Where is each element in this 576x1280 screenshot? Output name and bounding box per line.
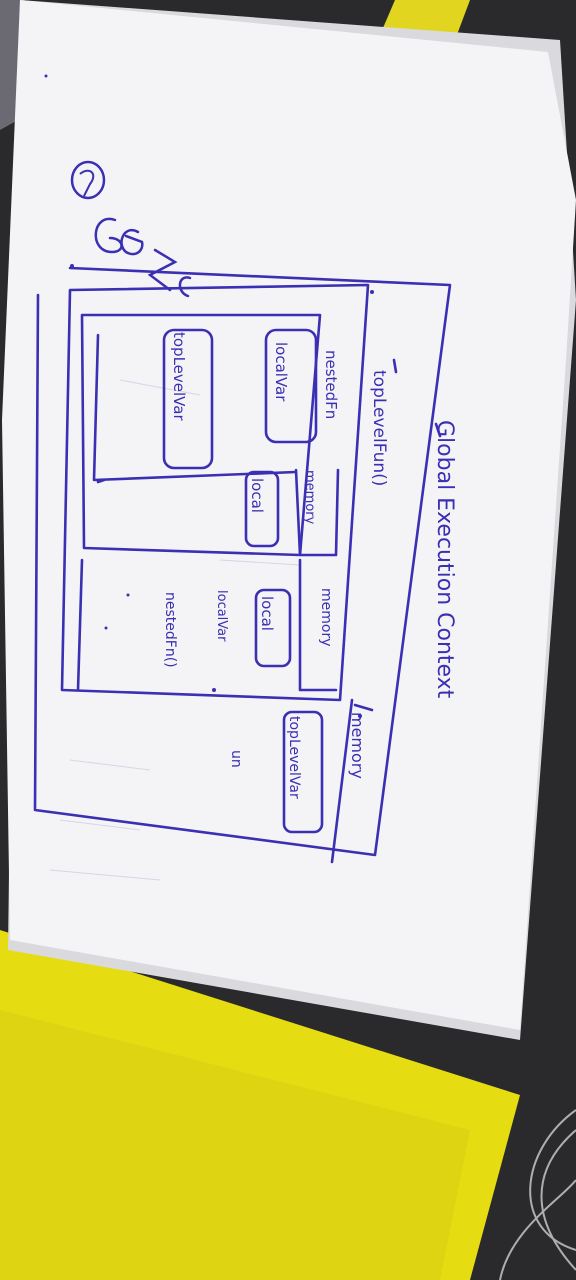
diagram [33,266,452,864]
localvar-label-2: localVar [214,590,229,642]
toplevelfun-box [60,283,370,702]
local-label-2: local [258,596,276,631]
toplevelvar-label-2: topLevelVar [286,716,302,799]
toplevelfun-memory: memory [302,470,317,525]
global-memory-label: memory [348,712,367,779]
toplevelvar-box [162,328,214,470]
ink-dots [44,74,374,718]
toplevelvar-label: topLevelVar [170,332,188,421]
local-label-1: local [248,478,266,513]
nested-memory-box [294,468,340,557]
toplevelvar-box-2 [282,710,324,834]
table-shadow [0,1010,470,1280]
inner-divider [92,333,298,482]
global-box [33,266,452,857]
diagram-labels: Global Execution Context memory un topLe… [162,332,457,799]
toplevelfun-title: topLevelFun() [369,370,389,486]
nestedfn-title: nestedFn() [162,592,178,668]
faint-back-writing [49,379,301,881]
nestedfn-label: nestedFn [322,350,340,419]
nested-memory-label: memory [318,588,334,647]
gec-abbreviation [94,217,192,298]
global-title: Global Execution Context [432,420,457,699]
fn-memory-divider [298,558,338,692]
global-memory-divider [330,698,354,864]
page-number-mark [70,160,106,200]
local-box-1 [244,470,280,548]
un-label: un [228,750,244,768]
cable [499,1109,576,1280]
localvar-box [264,328,318,444]
paper [2,0,576,1030]
localvar-label: localVar [272,342,290,402]
local-box-2 [254,588,292,668]
